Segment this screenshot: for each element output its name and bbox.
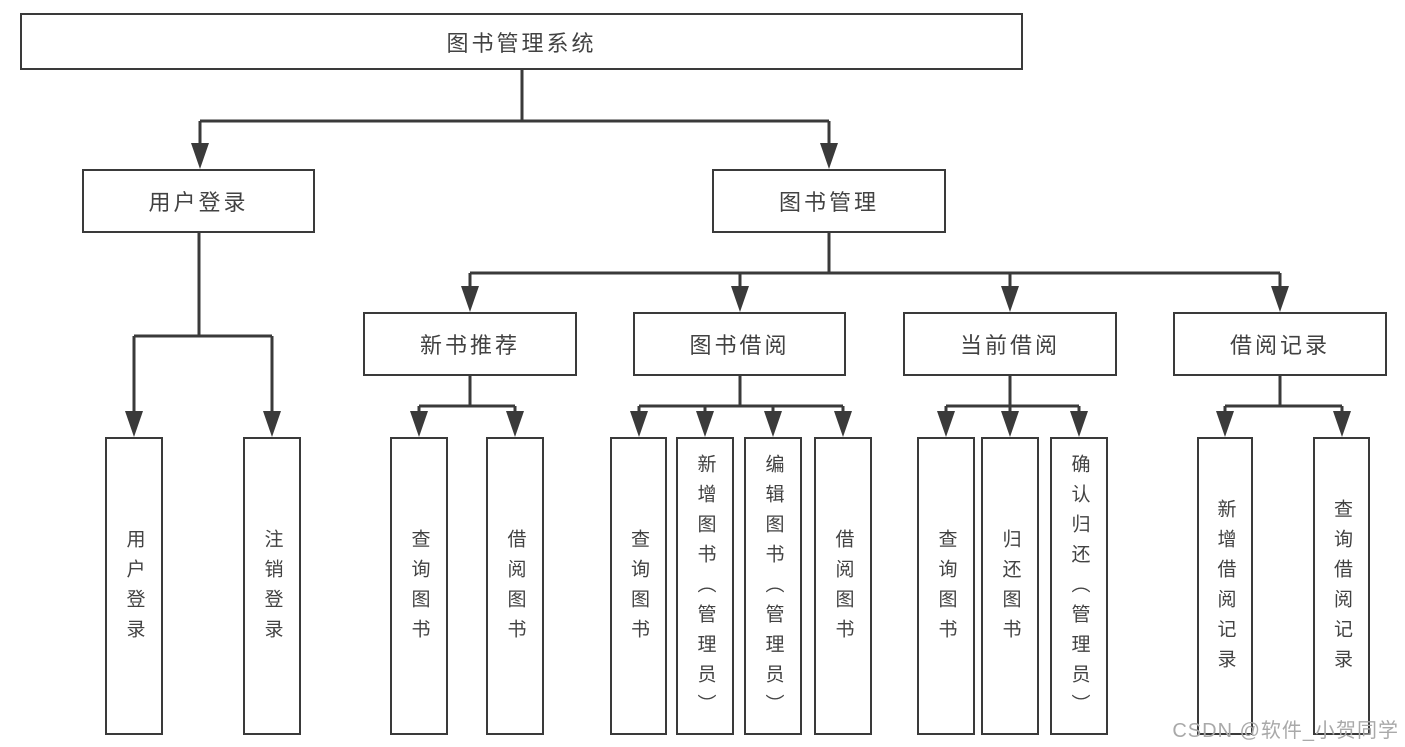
leaf-label: 新增借阅记录: [1214, 499, 1236, 679]
leaf-label: 查询图书: [935, 529, 957, 649]
node-label: 图书管理系统: [446, 30, 597, 56]
node-book-borrowing: 图书借阅: [633, 312, 846, 376]
arrowheads: [125, 143, 1351, 437]
node-label: 借阅记录: [1229, 333, 1330, 358]
leaf-cb-confirm-return-admin: 确认归还（管理员）: [1050, 437, 1108, 735]
leaf-bb-add-books-admin: 新增图书（管理员）: [676, 437, 734, 735]
leaf-logout: 注销登录: [243, 437, 301, 735]
leaf-bb-query-books: 查询图书: [610, 437, 667, 735]
node-label: 用户登录: [148, 190, 249, 215]
node-new-book-recommend: 新书推荐: [363, 312, 577, 376]
leaf-cb-return-books: 归还图书: [981, 437, 1039, 735]
leaf-label: 用户登录: [123, 529, 145, 649]
leaf-br-add-record: 新增借阅记录: [1197, 437, 1253, 735]
leaf-label: 新增图书（管理员）: [694, 454, 716, 724]
leaf-label: 查询借阅记录: [1331, 499, 1352, 679]
node-label: 图书借阅: [689, 333, 790, 358]
leaf-label: 查询图书: [408, 529, 430, 649]
leaf-cb-query-books: 查询图书: [917, 437, 975, 735]
leaf-label: 借阅图书: [504, 529, 526, 649]
leaf-bb-borrow-books: 借阅图书: [814, 437, 872, 735]
leaf-rec-query-books: 查询图书: [390, 437, 448, 735]
node-user-login: 用户登录: [82, 169, 315, 233]
node-library-management-system: 图书管理系统: [20, 13, 1023, 70]
leaf-br-query-record: 查询借阅记录: [1313, 437, 1370, 735]
node-borrowing-records: 借阅记录: [1173, 312, 1387, 376]
node-label: 当前借阅: [959, 333, 1060, 358]
leaf-bb-edit-books-admin: 编辑图书（管理员）: [744, 437, 802, 735]
node-label: 图书管理: [778, 190, 879, 215]
leaf-label: 归还图书: [999, 529, 1021, 649]
leaf-label: 确认归还（管理员）: [1068, 454, 1090, 724]
leaf-label: 借阅图书: [832, 529, 854, 649]
node-label: 新书推荐: [419, 333, 520, 358]
leaf-rec-borrow-books: 借阅图书: [486, 437, 544, 735]
leaf-label: 查询图书: [628, 529, 649, 649]
leaf-label: 编辑图书（管理员）: [762, 454, 784, 724]
node-current-borrowing: 当前借阅: [903, 312, 1117, 376]
node-book-management: 图书管理: [712, 169, 946, 233]
csdn-watermark: CSDN @软件_小贺同学: [1172, 720, 1399, 742]
leaf-label: 注销登录: [261, 529, 283, 649]
leaf-user-login: 用户登录: [105, 437, 163, 735]
